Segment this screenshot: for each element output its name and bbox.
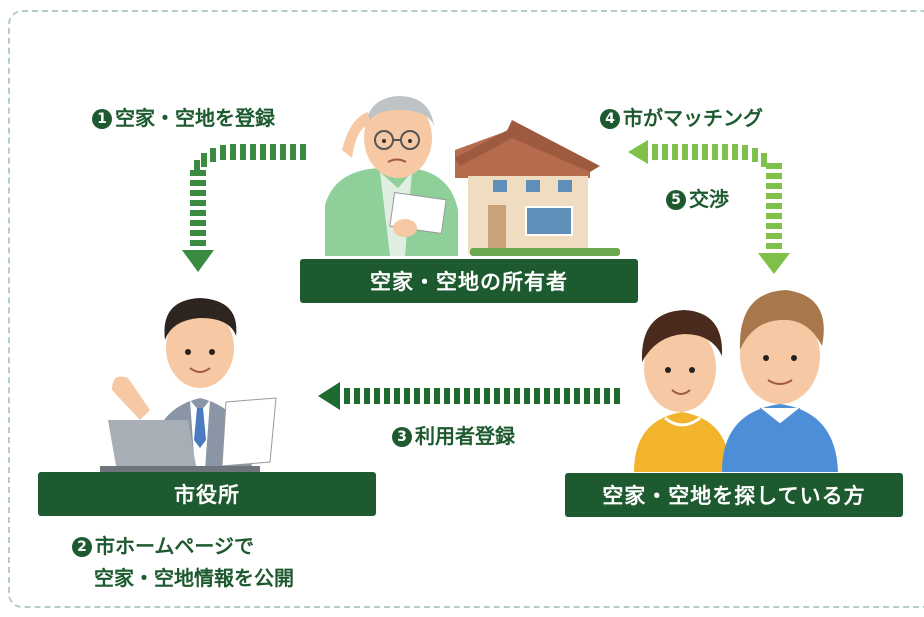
step-5-number: 5	[666, 190, 686, 210]
arrow-dash	[354, 388, 360, 404]
arrow-register	[182, 144, 306, 272]
arrow-dash	[434, 388, 440, 404]
owner-label: 空家・空地の所有者	[300, 259, 638, 303]
arrow-dash	[564, 388, 570, 404]
arrow-dash	[474, 388, 480, 404]
arrow-dash	[374, 388, 380, 404]
step-1-text: 空家・空地を登録	[115, 106, 275, 130]
city-hall-label: 市役所	[38, 472, 376, 516]
arrow-dash	[554, 388, 560, 404]
arrow-dash	[344, 388, 350, 404]
step-5-text: 交渉	[689, 187, 729, 211]
arrow-dash	[534, 388, 540, 404]
elderly-owner-illustration	[325, 96, 458, 256]
arrow-dash	[394, 388, 400, 404]
arrow-dash	[384, 388, 390, 404]
seekers-label: 空家・空地を探している方	[565, 473, 903, 517]
arrow-matching	[628, 140, 790, 274]
arrow-dash	[594, 388, 600, 404]
arrow-dash	[514, 388, 520, 404]
arrow-dash	[484, 388, 490, 404]
arrow-dash	[544, 388, 550, 404]
arrow-dash	[444, 388, 450, 404]
arrow-dash	[404, 388, 410, 404]
arrow-dash	[584, 388, 590, 404]
arrow-dash	[364, 388, 370, 404]
step-2-number: 2	[72, 537, 92, 557]
arrow-dash	[604, 388, 610, 404]
step-1-number: 1	[92, 109, 112, 129]
dashed-frame	[8, 10, 924, 608]
house-illustration	[455, 120, 620, 256]
couple-illustration	[634, 290, 838, 472]
step-4-number: 4	[600, 109, 620, 129]
arrow-dash	[414, 388, 420, 404]
arrow-dash	[454, 388, 460, 404]
arrow-dash	[424, 388, 430, 404]
arrow-dash	[504, 388, 510, 404]
laptop-illustration	[100, 420, 260, 472]
step-3-number: 3	[392, 427, 412, 447]
arrow-dash	[494, 388, 500, 404]
step-3-text: 利用者登録	[415, 424, 515, 448]
arrow-dash	[614, 388, 620, 404]
step-2-line2: 空家・空地情報を公開	[94, 566, 294, 590]
arrow-dash	[464, 388, 470, 404]
arrow-user-registration	[318, 382, 620, 410]
arrow-dash	[574, 388, 580, 404]
step-4-text: 市がマッチング	[623, 106, 763, 130]
step-2-line1: 市ホームページで	[95, 534, 254, 558]
arrow-dash	[524, 388, 530, 404]
